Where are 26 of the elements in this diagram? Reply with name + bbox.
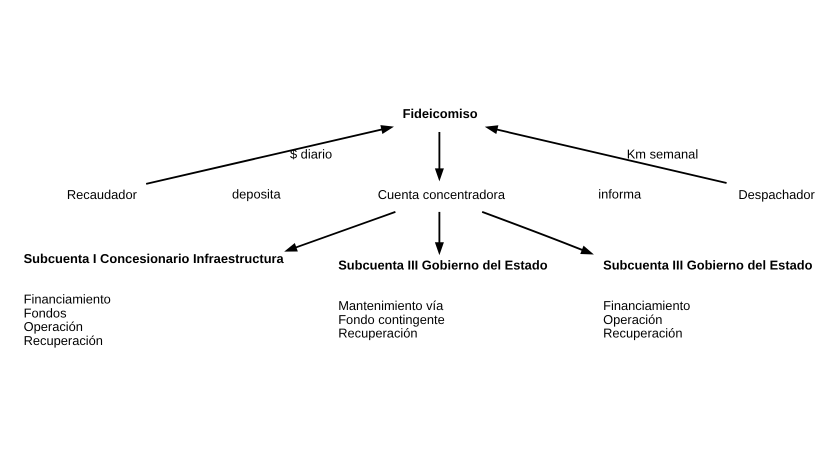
label: deposita xyxy=(232,186,281,202)
node-label: Recuperación xyxy=(24,332,103,348)
node-label: Recuperación xyxy=(603,325,682,340)
node-label: Financiamiento xyxy=(603,297,690,312)
arrow xyxy=(284,210,396,252)
arrow xyxy=(482,210,594,254)
arrow xyxy=(434,131,444,181)
label: informa xyxy=(598,186,642,202)
node-text: Despachador xyxy=(738,186,815,202)
node-label: Mantenimiento vía xyxy=(338,297,444,312)
node-label: Operación xyxy=(603,311,662,326)
node-label: Recuperación xyxy=(338,325,418,340)
node-text: Subcuenta III Gobierno del Estado xyxy=(338,257,548,272)
node-text: Cuenta concentradora xyxy=(378,186,506,202)
node-text: Subcuenta III Gobierno del Estado xyxy=(603,257,812,272)
edge-label: Km semanal xyxy=(626,146,698,162)
arrow xyxy=(146,124,394,184)
node-text: Fideicomiso xyxy=(402,106,478,121)
arrow xyxy=(484,124,727,184)
node-label: Fondo contingente xyxy=(338,311,445,326)
node-label: Operación xyxy=(24,318,83,334)
node-label: Financiamiento xyxy=(24,291,111,306)
node-text: Recaudador xyxy=(66,186,137,202)
arrow xyxy=(434,211,444,255)
node-text: Subcuenta I Concesionario Infraestructura xyxy=(24,250,284,266)
node-label: Fondos xyxy=(24,304,67,320)
